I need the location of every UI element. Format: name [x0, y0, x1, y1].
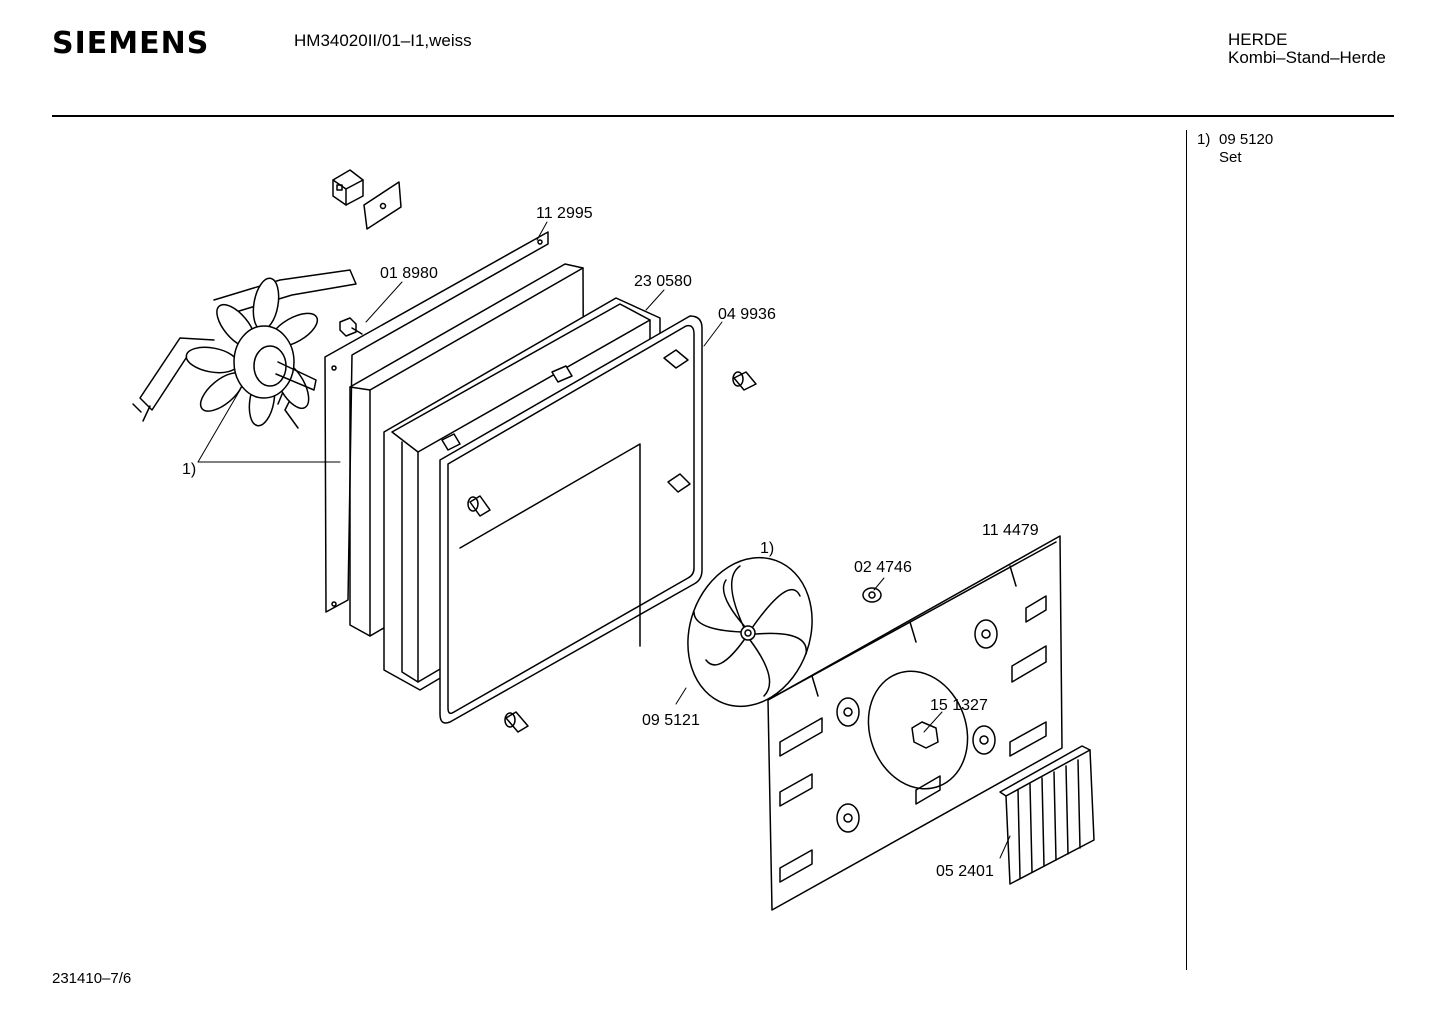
category-line-2: Kombi–Stand–Herde — [1228, 48, 1386, 67]
rear-panel — [324, 231, 549, 613]
cover-grille — [999, 745, 1095, 885]
note-row: 1) 09 5120 — [1197, 131, 1273, 149]
leader-lines — [197, 221, 1011, 859]
category: HERDE Kombi–Stand–Herde — [1228, 31, 1386, 67]
notes-divider — [1186, 130, 1187, 970]
screw — [339, 317, 363, 337]
label-052401: 05 2401 — [936, 863, 994, 880]
label-112995: 11 2995 — [536, 205, 593, 222]
terminal-block — [332, 169, 364, 206]
support-pin — [467, 371, 757, 733]
door-seal — [439, 315, 703, 724]
label-ref-1-fan: 1) — [760, 540, 774, 557]
drawing-number: 231410–7/6 — [52, 970, 132, 987]
model-number: HM34020II/01–I1,weiss — [294, 31, 472, 50]
label-018980: 01 8980 — [380, 265, 438, 282]
category-line-1: HERDE — [1228, 30, 1288, 49]
fan-motor-assembly — [132, 269, 357, 429]
convection-fan — [687, 556, 813, 708]
label-230580: 23 0580 — [634, 273, 692, 290]
label-ref-1-left: 1) — [182, 461, 196, 478]
label-049936: 04 9936 — [718, 306, 776, 323]
label-024746: 02 4746 — [854, 559, 912, 576]
note-marker: 1) — [1197, 131, 1211, 148]
mounting-plate — [363, 181, 402, 230]
note-description: Set — [1219, 149, 1242, 166]
washer — [862, 587, 882, 603]
brand-logo: SIEMENS — [52, 26, 210, 61]
label-151327: 15 1327 — [930, 697, 988, 714]
header-rule — [52, 115, 1394, 117]
label-095121: 09 5121 — [642, 712, 700, 729]
note-part-number: 09 5120 — [1219, 131, 1274, 148]
notes-panel: 1) 09 5120 Set — [1197, 131, 1273, 167]
label-114479: 11 4479 — [982, 522, 1039, 539]
back-wall — [767, 535, 1063, 911]
